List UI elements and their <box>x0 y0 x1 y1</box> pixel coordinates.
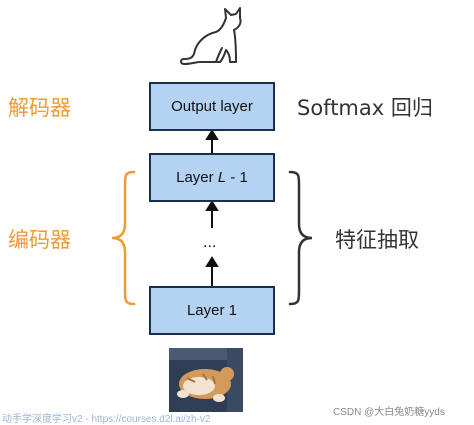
hidden-layer-box: Layer L - 1 <box>149 153 275 202</box>
feature-label: 特征抽取 <box>335 228 419 252</box>
feature-brace <box>288 170 313 306</box>
encoder-label: 编码器 <box>8 228 71 252</box>
first-layer-label: Layer 1 <box>186 302 238 319</box>
watermark: CSDN @大白兔奶糖yyds <box>333 407 445 418</box>
decoder-label: 解码器 <box>8 96 71 120</box>
layer-ellipsis: ... <box>203 234 217 251</box>
output-layer-box: Output layer <box>149 82 275 131</box>
cat-silhouette-icon <box>180 7 242 65</box>
first-layer-box: Layer 1 <box>149 286 275 335</box>
softmax-label: Softmax 回归 <box>297 96 433 120</box>
encoder-brace <box>111 170 136 306</box>
course-link[interactable]: 动手学深度学习v2 - https://courses.d2l.ai/zh-v2 <box>2 414 211 425</box>
cat-photo <box>169 348 243 412</box>
output-layer-label: Output layer <box>171 98 253 115</box>
hidden-layer-label: Layer L - 1 <box>176 169 248 186</box>
